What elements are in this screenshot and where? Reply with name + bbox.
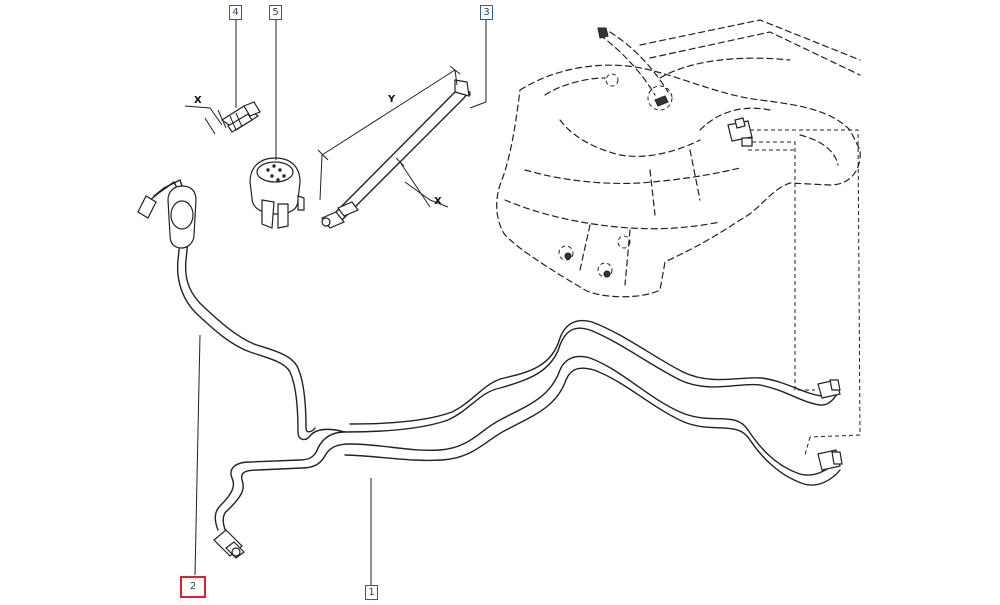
supply-return-dashed-lines <box>748 129 861 456</box>
callout-4[interactable]: 4 <box>229 5 242 20</box>
part-4-fitting <box>184 101 261 135</box>
part-1-return-pipe <box>213 355 843 559</box>
callout-5[interactable]: 5 <box>269 5 282 20</box>
callout-1-label: 1 <box>368 587 375 598</box>
callout-3[interactable]: 3 <box>480 5 493 20</box>
callout-3-label: 3 <box>483 7 490 18</box>
callout-5-label: 5 <box>272 7 279 18</box>
part-5-filter <box>249 157 305 229</box>
leader-2 <box>194 334 201 576</box>
dimension-y-label: Y <box>388 94 396 105</box>
callout-leaders <box>194 18 487 586</box>
fuel-tank-outline <box>496 19 861 298</box>
part-2-supply-pipe <box>137 179 841 441</box>
part-3-hose <box>321 79 471 229</box>
callout-1[interactable]: 1 <box>365 585 378 600</box>
dimension-x-top-label: X <box>194 95 202 106</box>
callout-2[interactable]: 2 <box>180 576 206 598</box>
dimension-x-bottom-label: X <box>434 196 442 207</box>
callout-2-label: 2 <box>189 581 197 592</box>
leader-3 <box>469 18 487 109</box>
dimension-y <box>317 65 461 201</box>
dimension-x-bottom <box>395 157 449 208</box>
callout-4-label: 4 <box>232 7 239 18</box>
